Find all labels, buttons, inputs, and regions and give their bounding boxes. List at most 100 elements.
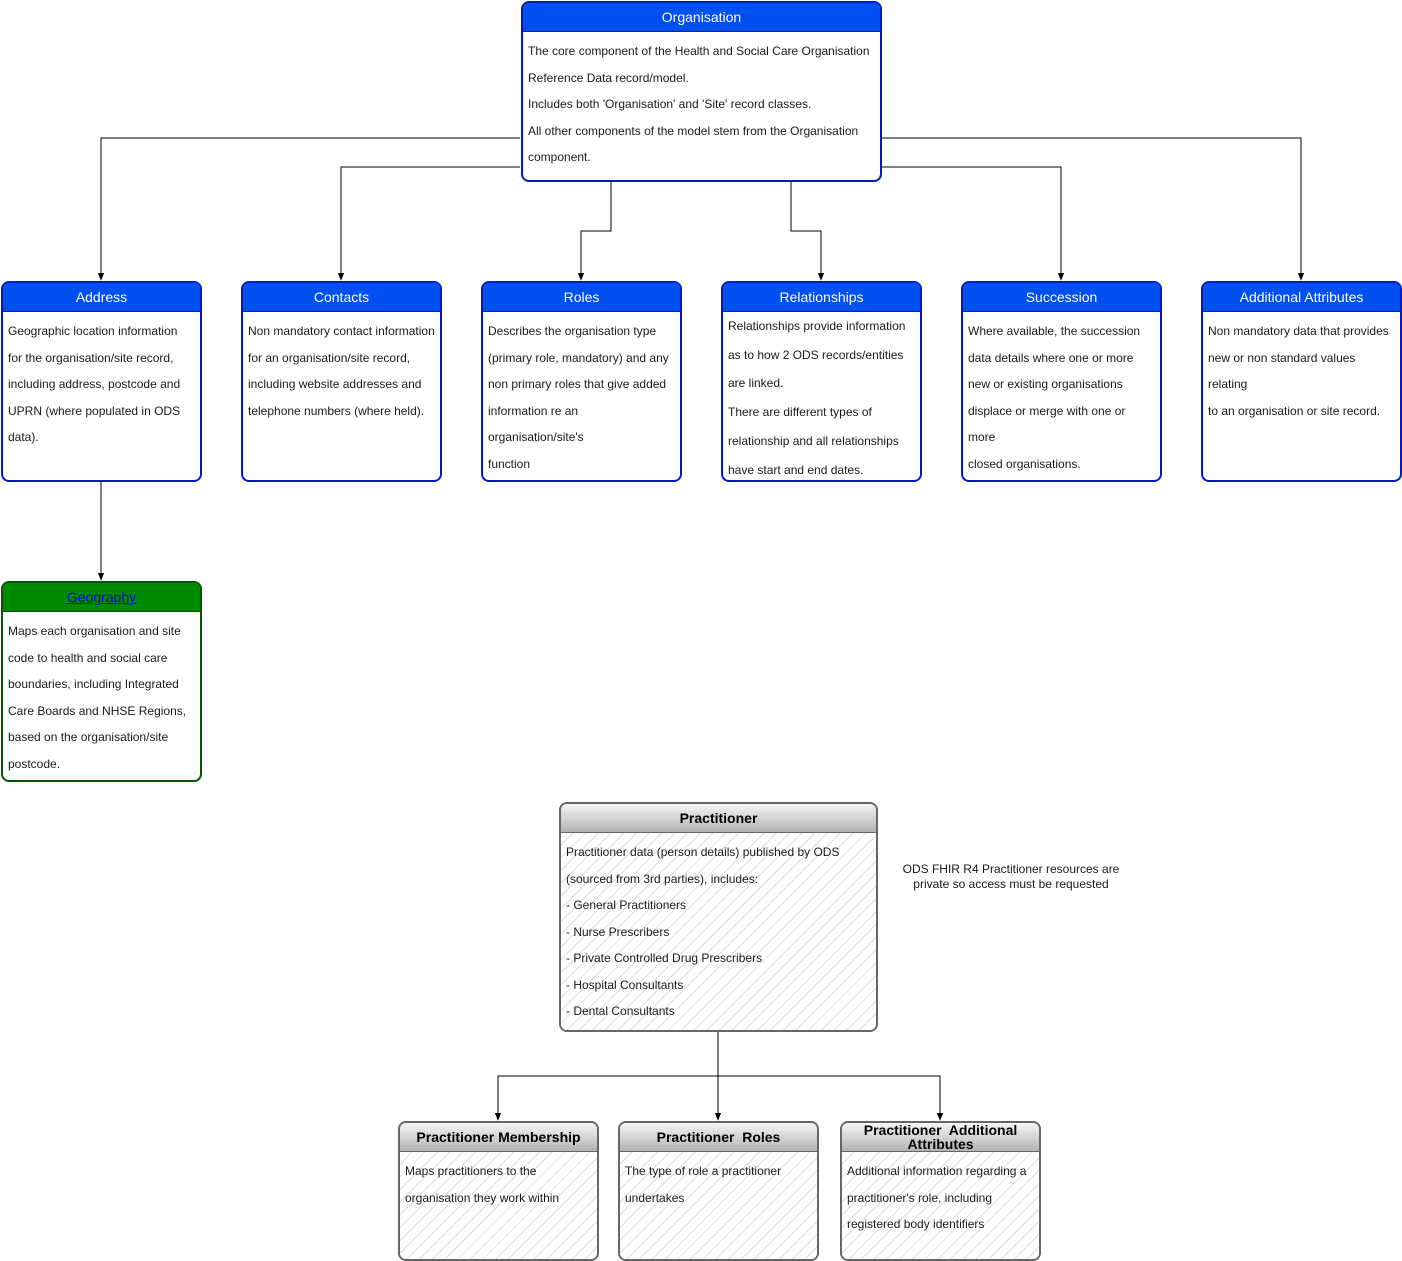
contacts-title: Contacts [243,283,440,312]
practitioner-line: - Nurse Prescribers [566,924,670,939]
relationships-line: There are different types of [728,405,872,420]
relationships-line: are linked. [728,376,784,391]
practitioner-roles-box: Practitioner Roles The type of role a pr… [618,1121,819,1261]
practitioner-additional-attributes-line: Additional information regarding a [847,1164,1027,1178]
title-line: Attributes [907,1136,974,1152]
additional-attributes-box: Additional Attributes Non mandatory data… [1201,281,1402,482]
practitioner-membership-box: Practitioner Membership Maps practitione… [398,1121,599,1261]
practitioner-membership-line: Maps practitioners to the [405,1164,537,1178]
connector-organisation-address [97,137,520,281]
roles-title: Roles [483,283,680,312]
practitioner-access-note: ODS FHIR R4 Practitioner resources are p… [890,862,1132,892]
organisation-line: All other components of the model stem f… [528,123,859,138]
title-line: Practitioner Additional [863,1122,1018,1138]
geography-line: postcode. [8,756,61,771]
roles-line: Describes the organisation type [488,324,657,338]
additional-attributes-description: Non mandatory data that provides new or … [1203,312,1400,424]
roles-line: non primary roles that give added [488,377,667,391]
address-title: Address [3,283,200,312]
succession-line: new or existing organisations [968,377,1123,391]
address-description: Geographic location information for the … [3,312,200,451]
geography-line: code to health and social care [8,650,168,665]
address-line: Geographic location information [8,324,178,338]
relationships-title: Relationships [723,283,920,312]
practitioner-line: Practitioner data (person details) publi… [566,845,840,859]
contacts-line: Non mandatory contact information [248,324,435,338]
connector-practitioner-additional-attributes [718,1075,944,1121]
succession-title: Succession [963,283,1160,312]
practitioner-line: - Hospital Consultants [566,977,684,992]
succession-line: Where available, the succession [968,324,1141,338]
practitioner-roles-title: Practitioner Roles [620,1123,817,1152]
geography-line: based on the organisation/site [8,730,169,744]
practitioner-additional-attributes-title: Practitioner Additional Attributes [842,1123,1039,1152]
practitioner-additional-attributes-description: Additional information regarding a pract… [842,1152,1039,1259]
roles-line: function [488,456,531,471]
geography-description: Maps each organisation and site code to … [3,612,200,777]
organisation-line: Includes both 'Organisation' and 'Site' … [528,97,812,111]
organisation-line: The core component of the Health and Soc… [528,44,870,58]
practitioner-title: Practitioner [561,804,876,833]
organisation-title: Organisation [523,3,880,32]
contacts-box: Contacts Non mandatory contact informati… [241,281,442,482]
practitioner-roles-line: The type of role a practitioner [625,1164,782,1178]
address-line: for the organisation/site record, [8,350,174,365]
practitioner-membership-title: Practitioner Membership [400,1123,597,1152]
geography-box: Geography Maps each organisation and sit… [1,581,202,782]
geography-link[interactable]: Geography [66,589,137,605]
address-line: including address, postcode and [8,377,181,391]
contacts-line: telephone numbers (where held). [248,403,425,418]
geography-line: Care Boards and NHSE Regions, [8,703,187,718]
relationships-line: Relationships provide information [728,319,906,333]
practitioner-roles-description: The type of role a practitioner undertak… [620,1152,817,1259]
succession-line: displace or merge with one or more [968,403,1126,445]
practitioner-additional-attributes-line: registered body identifiers [847,1217,985,1231]
practitioner-additional-attributes-line: practitioner's role, including [847,1190,993,1205]
contacts-description: Non mandatory contact information for an… [243,312,440,424]
note-line: ODS FHIR R4 Practitioner resources are [902,862,1120,876]
additional-attributes-line: to an organisation or site record. [1208,403,1381,418]
additional-attributes-line: Non mandatory data that provides [1208,324,1389,338]
succession-description: Where available, the succession data det… [963,312,1160,477]
practitioner-description: Practitioner data (person details) publi… [561,833,876,1030]
practitioner-line: - Dental Consultants [566,1004,675,1018]
geography-line: Maps each organisation and site [8,624,181,638]
organisation-description: The core component of the Health and Soc… [523,32,880,171]
contacts-line: including website addresses and [248,377,422,391]
practitioner-line: (sourced from 3rd parties), includes: [566,871,759,886]
succession-box: Succession Where available, the successi… [961,281,1162,482]
roles-description: Describes the organisation type (primary… [483,312,680,477]
practitioner-line: - Private Controlled Drug Prescribers [566,951,763,965]
practitioner-line: - General Practitioners [566,898,687,912]
contacts-line: for an organisation/site record, [248,350,411,365]
relationships-line: as to how 2 ODS records/entities [728,347,904,362]
additional-attributes-line: new or non standard values relating [1208,350,1356,392]
connector-practitioner-membership [494,1031,719,1121]
relationships-description: Relationships provide information as to … [723,312,920,480]
organisation-box: Organisation The core component of the H… [521,1,882,182]
organisation-line: component. [528,150,591,164]
address-line: UPRN (where populated in ODS [8,403,181,418]
practitioner-additional-attributes-box: Practitioner Additional Attributes Addit… [840,1121,1041,1261]
organisation-line: Reference Data record/model. [528,70,689,85]
relationships-line: relationship and all relationships [728,433,899,448]
relationships-box: Relationships Relationships provide info… [721,281,922,482]
relationships-line: have start and end dates. [728,462,864,477]
connector-organisation-roles [577,182,612,281]
address-line: data). [8,430,39,444]
roles-line: information re an organisation/site's [488,403,584,445]
connector-organisation-relationships [790,182,825,281]
geography-title: Geography [3,583,200,612]
geography-line: boundaries, including Integrated [8,677,179,691]
practitioner-box: Practitioner Practitioner data (person d… [559,802,878,1032]
connector-organisation-succession [876,166,1065,281]
connector-organisation-contacts [337,166,520,281]
practitioner-roles-line: undertakes [625,1190,685,1205]
note-line: private so access must be requested [913,877,1109,891]
succession-line: data details where one or more [968,350,1134,365]
succession-line: closed organisations. [968,456,1081,471]
roles-box: Roles Describes the organisation type (p… [481,281,682,482]
additional-attributes-title: Additional Attributes [1203,283,1400,312]
connector-organisation-additional-attributes [881,137,1305,281]
